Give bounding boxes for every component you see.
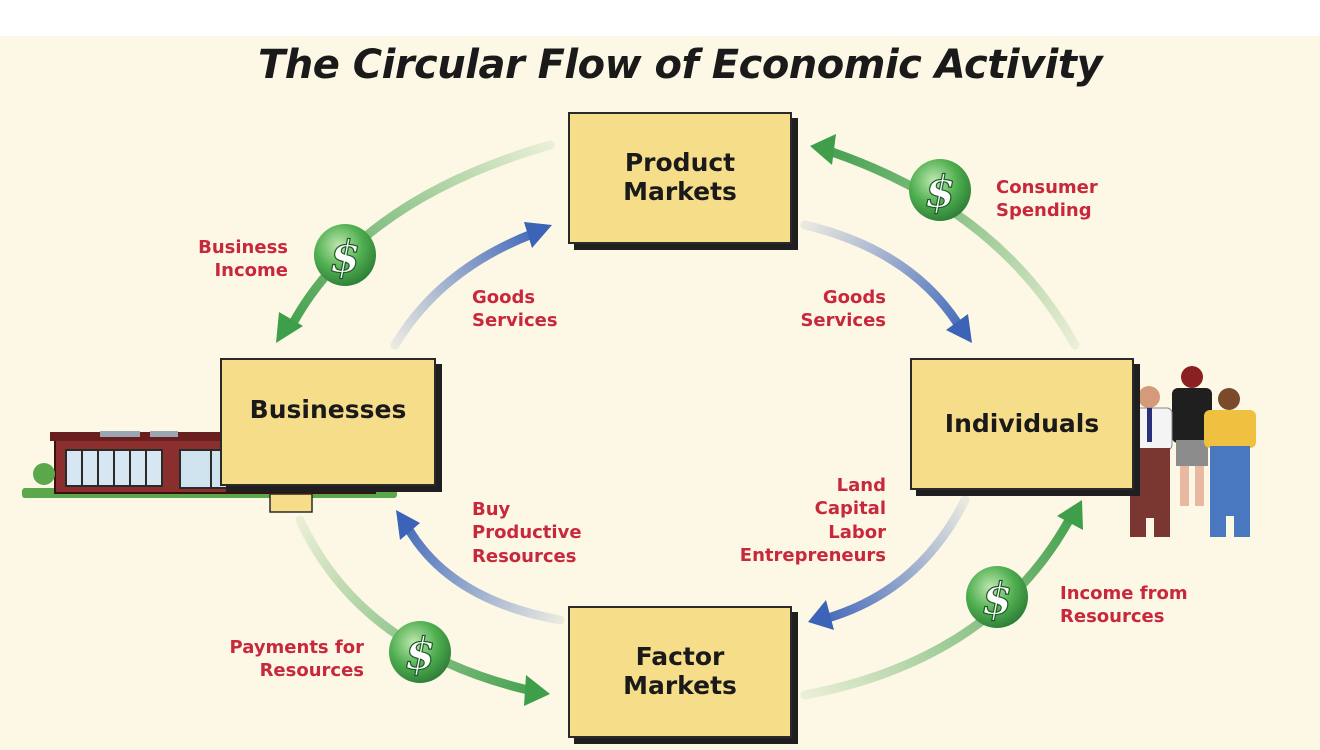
payments-for-resources-arrow <box>295 515 533 695</box>
svg-text:$: $ <box>405 629 436 680</box>
people-icon <box>1127 366 1256 537</box>
goods-to-businesses-arrow <box>390 229 537 350</box>
product-markets-line-1: Product <box>624 148 736 178</box>
payments-for-resources-label: Payments for Resources <box>229 637 364 682</box>
buy-resources-arrow <box>403 523 565 625</box>
consumer-spending-label: Consumer Spending <box>996 177 1098 222</box>
business-income-arrowhead <box>276 312 303 343</box>
diagram-title: The Circular Flow of Economic Activity <box>257 42 1103 88</box>
factors-of-production-label: Land Capital Labor Entrepreneurs <box>739 475 886 567</box>
consumer-spending-arrow <box>827 147 1080 350</box>
dollar-coin-icon: $ <box>909 159 971 221</box>
buy-productive-resources-label: Buy Productive Resources <box>472 499 582 567</box>
dollar-coin-icon: $ <box>314 224 376 286</box>
dollar-coin-icon: $ <box>966 566 1028 628</box>
product-markets-line-2: Markets <box>623 177 737 206</box>
product-markets-box: Product Markets <box>568 112 792 244</box>
payments-for-resources-arrowhead <box>524 675 550 706</box>
goods-to-individuals-arrow <box>800 220 963 329</box>
svg-text:$: $ <box>925 167 956 218</box>
individuals-label: Individuals <box>944 408 1100 438</box>
factors-arrow <box>823 495 970 623</box>
consumer-spending-arrowhead <box>810 134 836 165</box>
individuals-box: Individuals <box>910 358 1134 490</box>
income-from-resources-arrow <box>800 517 1073 700</box>
goods-services-right-label: Goods Services <box>800 287 886 332</box>
goods-services-left-label: Goods Services <box>472 287 558 332</box>
income-from-resources-arrowhead <box>1057 500 1083 530</box>
factor-markets-box: Factor Markets <box>568 606 792 738</box>
businesses-label: Businesses <box>249 395 407 424</box>
goods-to-individuals-arrowhead <box>946 314 972 343</box>
buy-resources-arrowhead <box>396 510 420 540</box>
goods-to-businesses-arrowhead <box>524 222 552 248</box>
business-income-arrow <box>287 140 555 330</box>
businesses-box: Businesses <box>220 358 436 486</box>
factors-arrowhead <box>808 600 834 630</box>
svg-text:$: $ <box>982 574 1013 625</box>
business-income-label: Business Income <box>198 237 288 282</box>
dollar-coin-icon: $ <box>389 621 451 683</box>
factor-markets-line-2: Markets <box>623 671 737 700</box>
factor-markets-line-1: Factor <box>635 642 725 672</box>
svg-text:$: $ <box>330 232 361 283</box>
income-from-resources-label: Income from Resources <box>1060 583 1188 628</box>
